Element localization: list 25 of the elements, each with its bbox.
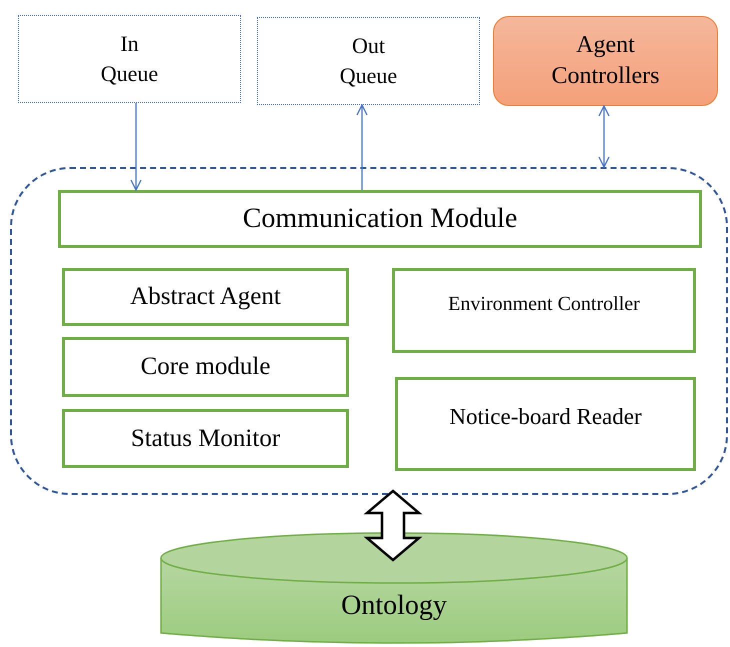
node-label: Communication Module <box>242 202 518 236</box>
ontology-cylinder <box>160 532 628 645</box>
module-box <box>392 268 696 353</box>
queue-box <box>18 15 241 103</box>
node-label: Abstract Agent <box>130 282 281 312</box>
node-label: In Queue <box>100 30 160 88</box>
queue-box <box>257 17 480 105</box>
module-box <box>62 268 349 326</box>
node-label: Environment Controller <box>448 292 640 316</box>
double-block-arrow <box>364 489 422 562</box>
node-label: Out Queue <box>338 32 398 90</box>
node-label: Agent Controllers <box>550 31 660 91</box>
node-label: Status Monitor <box>130 424 280 454</box>
arrow <box>598 105 610 168</box>
controller-box <box>493 16 718 106</box>
arrow <box>130 103 142 191</box>
node-label: Ontology <box>341 588 447 622</box>
agent-container <box>10 167 728 495</box>
module-box <box>395 377 696 471</box>
arrow <box>356 104 368 190</box>
module-box <box>62 409 349 468</box>
module-box <box>58 190 702 248</box>
node-label: Core module <box>140 352 270 382</box>
module-box <box>62 337 349 397</box>
node-label: Notice-board Reader <box>449 402 642 431</box>
